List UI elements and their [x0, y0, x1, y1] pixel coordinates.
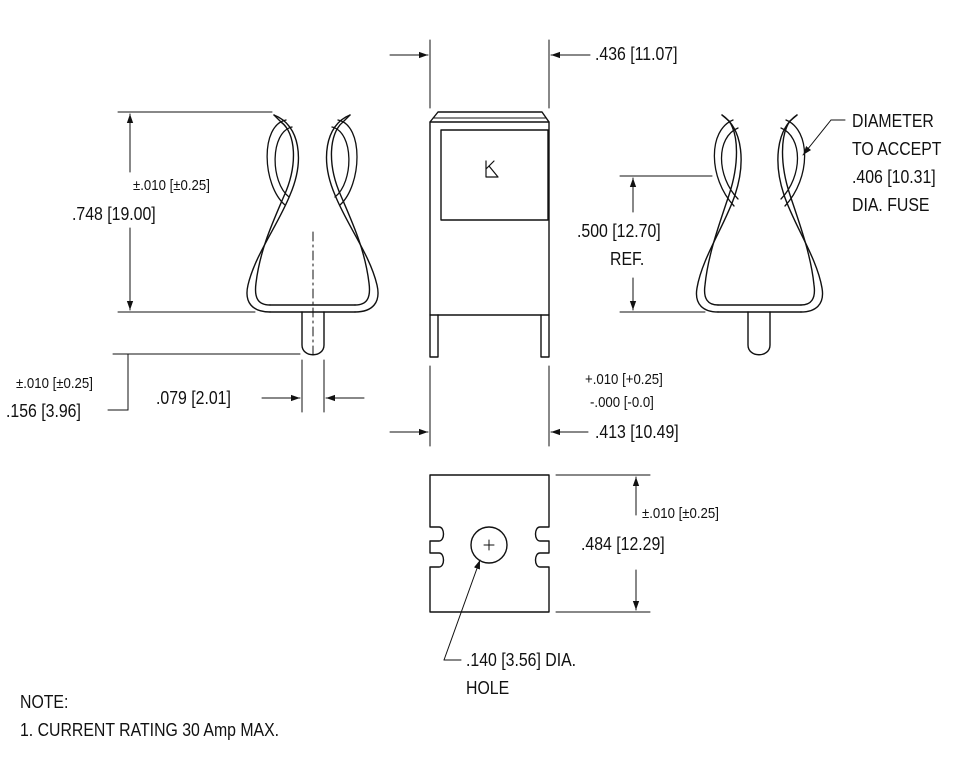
note-heading: NOTE: [20, 692, 69, 712]
left-clip-view [246, 114, 379, 359]
pin-diameter-dim: .079 [2.01] [156, 388, 231, 408]
fuse-note-line-4: DIA. FUSE [852, 195, 930, 215]
pin-spacing-tol-plus: +.010 [+0.25] [585, 371, 663, 388]
height-tolerance: ±.010 [±0.25] [133, 177, 210, 194]
fuse-note-line-3: .406 [10.31] [852, 167, 936, 187]
front-body-view [429, 111, 550, 358]
mounting-hole [470, 526, 508, 564]
left-clip-right-finger [325, 114, 379, 313]
bottom-base-view [429, 474, 550, 613]
front-right-pin [540, 314, 550, 358]
overall-height-dim: .748 [19.00] [72, 204, 156, 224]
right-dimension-lines [619, 119, 846, 313]
ref-height-dim: .500 [12.70] [577, 221, 661, 241]
pin-length-dim: .156 [3.96] [6, 401, 81, 421]
note-item-1: 1. CURRENT RATING 30 Amp MAX. [20, 720, 280, 740]
pin-spacing-dim: .413 [10.49] [595, 422, 679, 442]
left-clip-left-finger [246, 114, 300, 313]
front-dimension-lines [389, 39, 591, 447]
pin-spacing-tol-minus: -.000 [-0.0] [590, 394, 654, 411]
fuse-note-line-2: TO ACCEPT [852, 139, 942, 159]
label-area [440, 129, 549, 221]
k-logo-icon [485, 160, 499, 178]
base-height-tolerance: ±.010 [±0.25] [642, 505, 719, 522]
front-left-pin [429, 314, 439, 358]
pin-length-tolerance: ±.010 [±0.25] [16, 375, 93, 392]
left-dimension-lines [107, 111, 365, 413]
fuse-note-line-1: DIAMETER [852, 111, 934, 131]
bottom-dimension-lines [443, 474, 651, 661]
right-clip-view [695, 114, 824, 356]
hole-diameter-dim: .140 [3.56] DIA. [466, 650, 577, 670]
body-width-dim: .436 [11.07] [595, 44, 678, 64]
hole-label: HOLE [466, 678, 510, 698]
ref-label: REF. [610, 249, 645, 269]
base-height-dim: .484 [12.29] [581, 534, 665, 554]
